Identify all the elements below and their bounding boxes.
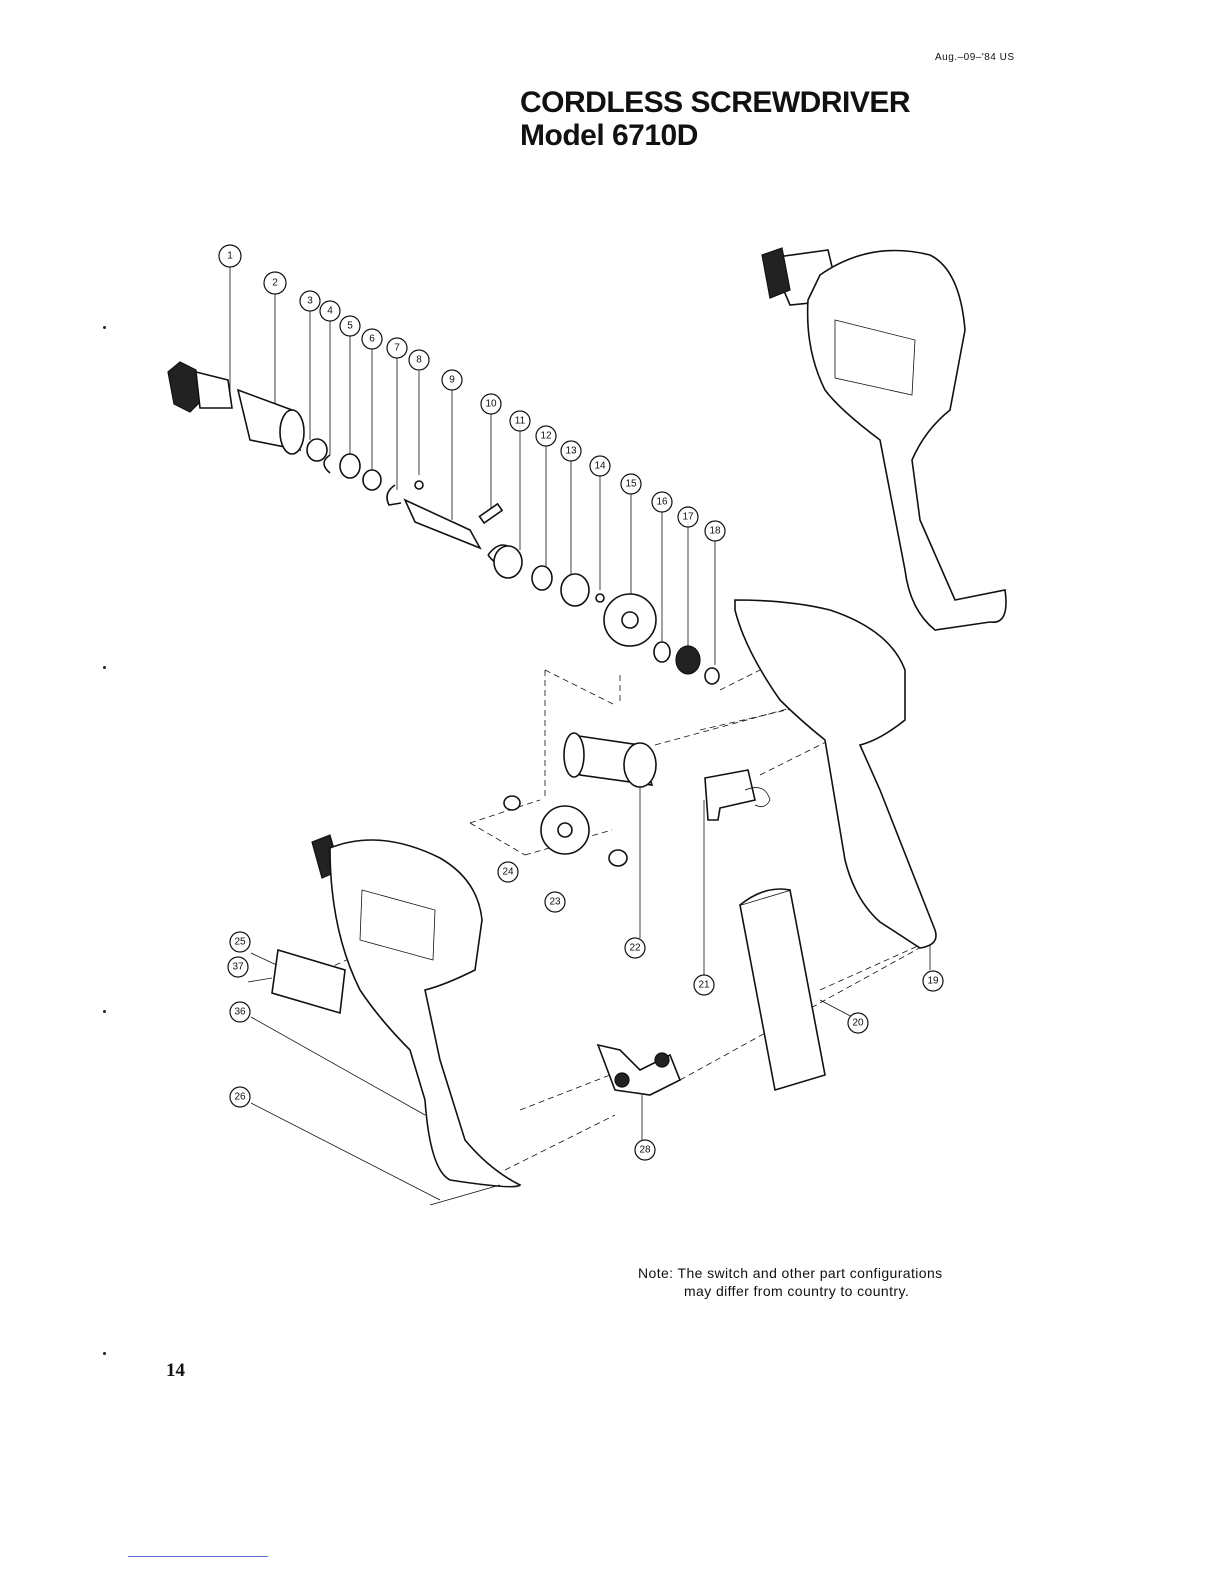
svg-text:1: 1 [227, 251, 233, 262]
svg-text:8: 8 [416, 355, 422, 366]
svg-text:7: 7 [394, 343, 400, 354]
callout-24: 24 [498, 862, 518, 882]
callout-19: 19 [923, 971, 943, 991]
callout-25: 25 [230, 932, 250, 952]
terminal-assembly [598, 1045, 680, 1095]
callout-15: 15 [621, 474, 641, 494]
callout-11: 11 [510, 411, 530, 431]
svg-text:11: 11 [515, 416, 526, 427]
svg-text:16: 16 [656, 497, 668, 508]
bottom-rule [128, 1556, 268, 1557]
motor-assembly [504, 733, 656, 866]
callout-21: 21 [694, 975, 714, 995]
callout-37: 37 [228, 957, 248, 977]
svg-text:10: 10 [485, 399, 497, 410]
svg-text:36: 36 [234, 1007, 246, 1018]
note-line-1: Note: The switch and other part configur… [638, 1265, 943, 1281]
callout-3: 3 [300, 291, 320, 311]
svg-text:13: 13 [565, 446, 577, 457]
svg-text:9: 9 [449, 375, 455, 386]
callout-4: 4 [320, 301, 340, 321]
svg-text:17: 17 [682, 512, 694, 523]
svg-text:25: 25 [234, 937, 246, 948]
svg-text:15: 15 [625, 479, 637, 490]
callout-20: 20 [848, 1013, 868, 1033]
callout-26: 26 [230, 1087, 250, 1107]
svg-text:4: 4 [327, 306, 333, 317]
callout-14: 14 [590, 456, 610, 476]
assembled-tool-view [762, 248, 1006, 630]
svg-text:18: 18 [709, 526, 721, 537]
svg-text:26: 26 [234, 1092, 246, 1103]
svg-text:28: 28 [639, 1145, 651, 1156]
svg-text:2: 2 [272, 278, 278, 289]
callout-18: 18 [705, 521, 725, 541]
switch-assembly [705, 770, 770, 820]
callout-9: 9 [442, 370, 462, 390]
configuration-note: Note: The switch and other part configur… [638, 1264, 1023, 1300]
callout-16: 16 [652, 492, 672, 512]
svg-text:12: 12 [540, 431, 552, 442]
spindle-gear-train [405, 500, 719, 684]
callout-23: 23 [545, 892, 565, 912]
callout-1: 1 [219, 245, 241, 267]
svg-text:24: 24 [502, 867, 514, 878]
callout-8: 8 [409, 350, 429, 370]
callout-36: 36 [230, 1002, 250, 1022]
callout-7: 7 [387, 338, 407, 358]
callout-2: 2 [264, 272, 286, 294]
note-line-2: may differ from country to country. [638, 1282, 1023, 1300]
svg-text:6: 6 [369, 334, 375, 345]
svg-text:19: 19 [927, 976, 939, 987]
svg-text:21: 21 [698, 980, 710, 991]
svg-text:22: 22 [629, 943, 641, 954]
callout-5: 5 [340, 316, 360, 336]
chuck-assembly [168, 362, 423, 505]
left-housing-half [248, 835, 520, 1205]
callout-22: 22 [625, 938, 645, 958]
page-number: 14 [166, 1360, 185, 1382]
svg-text:23: 23 [549, 897, 561, 908]
svg-text:14: 14 [594, 461, 606, 472]
svg-text:20: 20 [852, 1018, 864, 1029]
callout-28: 28 [635, 1140, 655, 1160]
svg-text:3: 3 [307, 296, 313, 307]
callout-13: 13 [561, 441, 581, 461]
svg-text:37: 37 [232, 962, 244, 973]
callout-12: 12 [536, 426, 556, 446]
callout-6: 6 [362, 329, 382, 349]
svg-text:5: 5 [347, 321, 353, 332]
callout-10: 10 [481, 394, 501, 414]
battery-pack [740, 889, 825, 1090]
callout-17: 17 [678, 507, 698, 527]
